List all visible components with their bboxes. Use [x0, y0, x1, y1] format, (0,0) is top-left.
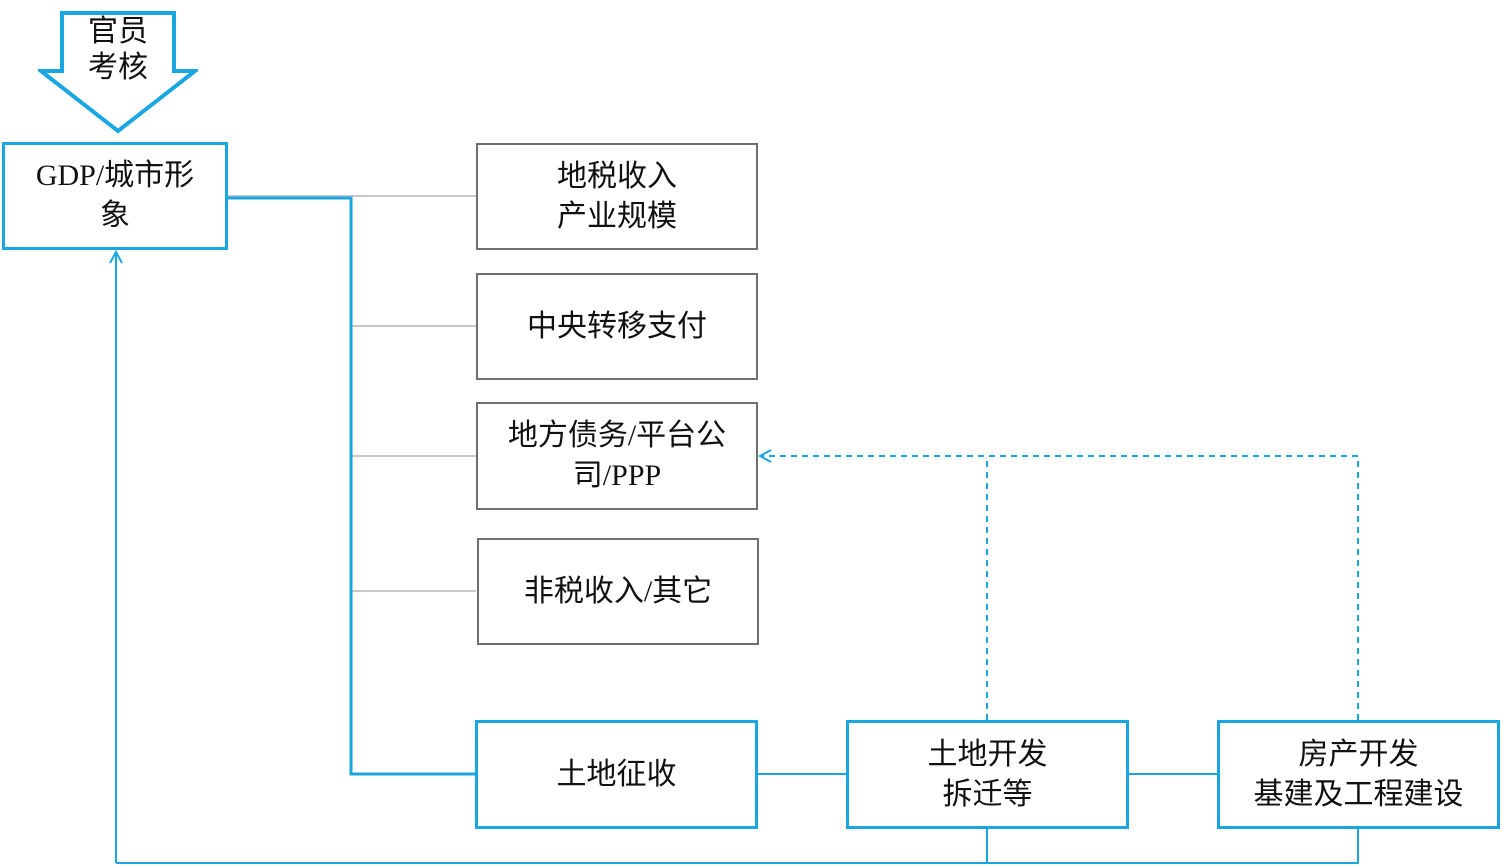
tax-revenue-line-2: 产业规模 — [557, 199, 677, 233]
gdp-line-2: 象 — [100, 199, 130, 232]
evaluation-line-2: 考核 — [88, 51, 148, 84]
feedback-loop-realestate — [116, 829, 1359, 864]
trunk-connector — [228, 196, 476, 776]
non-tax-line-1: 非税收入/其它 — [523, 574, 713, 608]
local-debt-line-2: 司/PPP — [572, 459, 662, 492]
local-debt-line-1: 地方债务/平台公 — [507, 419, 727, 452]
gdp-line-1: GDP/城市形 — [35, 159, 195, 192]
land-development-box: 土地开发 拆迁等 — [846, 720, 1129, 829]
evaluation-line-1: 官员 — [88, 15, 148, 48]
land-development-line-1: 土地开发 — [927, 737, 1048, 771]
central-transfer-line-1: 中央转移支付 — [527, 309, 707, 343]
real-estate-line-1: 房产开发 — [1298, 737, 1419, 771]
land-acquisition-box: 土地征收 — [475, 720, 758, 829]
tax-revenue-box: 地税收入 产业规模 — [476, 143, 758, 250]
central-transfer-box: 中央转移支付 — [476, 273, 758, 380]
tax-revenue-line-1: 地税收入 — [557, 159, 677, 193]
evaluation-down-arrow — [38, 11, 198, 134]
gdp-box: GDP/城市形 象 — [2, 142, 228, 250]
evaluation-label: 官员 考核 — [60, 14, 176, 86]
real-estate-line-2: 基建及工程建设 — [1253, 777, 1464, 811]
land-acquisition-line-1: 土地征收 — [556, 757, 677, 791]
local-debt-box: 地方债务/平台公 司/PPP — [476, 402, 758, 510]
non-tax-box: 非税收入/其它 — [477, 538, 759, 645]
real-estate-box: 房产开发 基建及工程建设 — [1217, 720, 1500, 829]
land-development-line-2: 拆迁等 — [942, 777, 1033, 811]
